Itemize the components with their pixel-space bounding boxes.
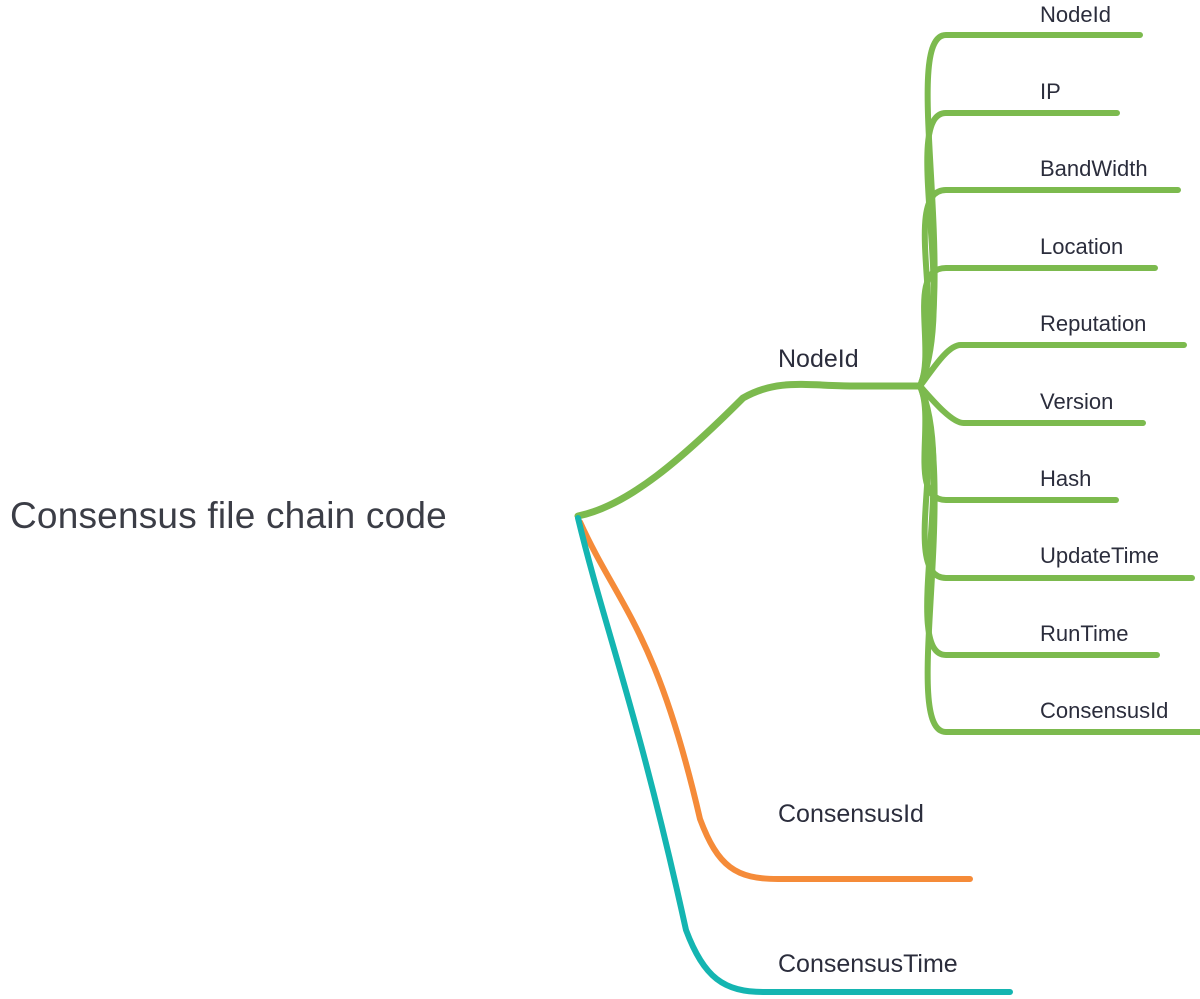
leaf-label-consensusid: ConsensusId	[1040, 698, 1168, 723]
leaf-label-nodeid: NodeId	[1040, 2, 1111, 27]
node-label-nodeid: NodeId	[778, 345, 859, 373]
leaf-label-runtime: RunTime	[1040, 621, 1128, 646]
leaf-label-updatetime: UpdateTime	[1040, 543, 1159, 568]
leaf-label-hash: Hash	[1040, 466, 1091, 491]
branch-lines-group	[574, 32, 1200, 995]
leaf-line-runtime[interactable]	[917, 383, 1160, 658]
branch-line-nodeid[interactable]	[574, 380, 924, 520]
root-node-label: Consensus file chain code	[10, 495, 447, 536]
leaf-line-bandwidth[interactable]	[917, 187, 1181, 389]
node-label-consensusid: ConsensusId	[778, 800, 924, 828]
leaf-label-ip: IP	[1040, 79, 1061, 104]
branch-line-consensustime[interactable]	[575, 515, 1013, 995]
leaf-label-reputation: Reputation	[1040, 311, 1146, 336]
leaf-label-location: Location	[1040, 234, 1123, 259]
leaf-label-version: Version	[1040, 389, 1113, 414]
node-label-consensustime: ConsensusTime	[778, 950, 958, 978]
leaf-label-bandwidth: BandWidth	[1040, 156, 1148, 181]
leaf-line-consensusid[interactable]	[917, 383, 1200, 735]
leaf-line-location[interactable]	[917, 265, 1158, 389]
node-labels-group: Consensus file chain codeNodeIdNodeIdIPB…	[10, 2, 1168, 978]
branch-line-consensusid[interactable]	[577, 519, 973, 882]
leaf-line-reputation[interactable]	[917, 342, 1187, 389]
